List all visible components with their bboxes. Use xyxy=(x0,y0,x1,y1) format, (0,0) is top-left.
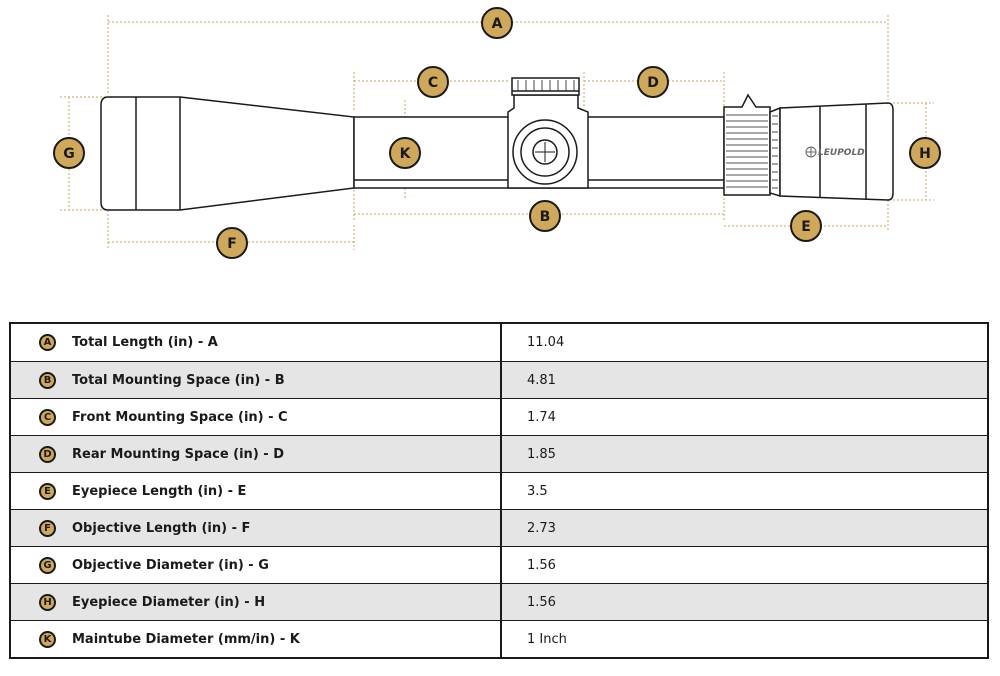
row-value: 1.56 xyxy=(501,546,988,584)
scope-illustration xyxy=(100,77,894,211)
svg-text:F: F xyxy=(227,236,237,252)
row-label: Eyepiece Length (in) - E xyxy=(72,483,247,499)
svg-text:C: C xyxy=(428,75,438,91)
row-label: Total Mounting Space (in) - B xyxy=(72,372,285,388)
svg-text:G: G xyxy=(63,146,75,162)
dimensions-table: A Total Length (in) - A 11.04 B Total Moun… xyxy=(9,322,989,659)
table-row: H Eyepiece Diameter (in) - H 1.56 xyxy=(10,583,988,621)
row-value: 1.85 xyxy=(501,435,988,473)
table-row: C Front Mounting Space (in) - C 1.74 xyxy=(10,398,988,436)
row-value: 4.81 xyxy=(501,361,988,399)
table-row: F Objective Length (in) - F 2.73 xyxy=(10,509,988,547)
svg-text:K: K xyxy=(400,146,412,162)
row-value: 11.04 xyxy=(527,335,565,350)
row-value: 1.74 xyxy=(501,398,988,436)
turret-reticle-icon xyxy=(535,142,555,162)
badge-H: H xyxy=(909,137,941,169)
row-value: 3.5 xyxy=(501,472,988,510)
svg-text:D: D xyxy=(647,75,659,91)
badge-icon: B xyxy=(39,371,56,389)
row-label: Objective Diameter (in) - G xyxy=(72,557,269,573)
table-row: B Total Mounting Space (in) - B 4.81 xyxy=(10,361,988,399)
row-label: Objective Length (in) - F xyxy=(72,520,251,536)
badge-icon: D xyxy=(39,445,56,463)
badge-icon: E xyxy=(39,482,56,500)
row-value: 1.56 xyxy=(501,583,988,621)
row-label: Front Mounting Space (in) - C xyxy=(72,409,288,425)
badge-D: D xyxy=(637,66,669,98)
table-row: K Maintube Diameter (mm/in) - K 1 Inch xyxy=(10,620,988,658)
table-row: D Rear Mounting Space (in) - D 1.85 xyxy=(10,435,988,473)
row-value: 1 Inch xyxy=(501,620,988,658)
badge-C: C xyxy=(417,66,449,98)
row-value: 2.73 xyxy=(501,509,988,547)
row-label: Rear Mounting Space (in) - D xyxy=(72,446,284,462)
scope-dimension-diagram: LEUPOLD A C D G K H B E F xyxy=(53,7,941,259)
badge-A: A xyxy=(481,7,513,39)
badge-B: B xyxy=(529,200,561,232)
badge-F: F xyxy=(216,227,248,259)
row-label: Eyepiece Diameter (in) - H xyxy=(72,594,266,610)
badge-E: E xyxy=(790,210,822,242)
badge-icon: A xyxy=(39,334,56,351)
brand-logo-icon xyxy=(805,146,817,158)
svg-text:A: A xyxy=(492,16,503,32)
badge-K: K xyxy=(389,137,421,169)
badge-icon: H xyxy=(39,593,56,611)
badge-icon: G xyxy=(39,556,56,574)
badge-G: G xyxy=(53,137,85,169)
brand-name: LEUPOLD xyxy=(818,148,865,158)
table-row: G Objective Diameter (in) - G 1.56 xyxy=(10,546,988,584)
svg-text:E: E xyxy=(801,219,811,235)
badge-icon: K xyxy=(39,630,56,648)
row-label: Maintube Diameter (mm/in) - K xyxy=(72,631,300,647)
table-row: A Total Length (in) - A 11.04 xyxy=(10,323,988,362)
badge-icon: C xyxy=(39,408,56,426)
grip-knurling xyxy=(517,80,778,189)
svg-text:H: H xyxy=(919,146,931,162)
row-label: Total Length (in) - A xyxy=(72,335,218,350)
table-row: E Eyepiece Length (in) - E 3.5 xyxy=(10,472,988,510)
svg-text:B: B xyxy=(540,209,551,225)
badge-icon: F xyxy=(39,519,56,537)
